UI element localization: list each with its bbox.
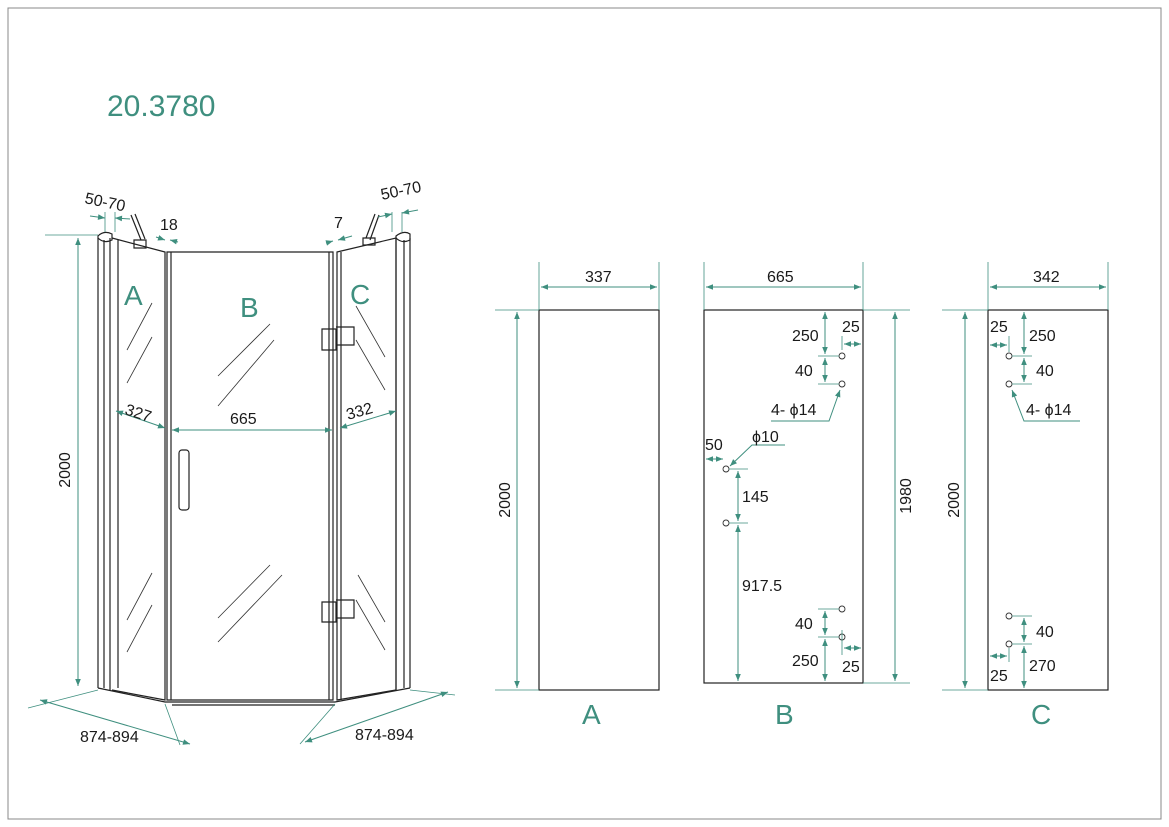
width-c-dimension xyxy=(339,410,397,429)
width-b-label: 665 xyxy=(230,411,257,428)
left-wall-profile xyxy=(97,238,111,690)
panel-b-height: 1980 xyxy=(898,478,915,514)
wall-adjust-right-label: 50-70 xyxy=(379,179,423,204)
panel-a-width: 337 xyxy=(585,269,612,286)
right-wall-cap xyxy=(395,231,411,243)
panel-c-caption: C xyxy=(1031,699,1051,730)
hinge-edge-offset-bottom: 25 xyxy=(842,659,860,676)
handle-hole xyxy=(722,519,730,527)
hinge-spacing-top-c: 40 xyxy=(1036,363,1054,380)
handle-height: 917.5 xyxy=(742,578,782,595)
right-wall-profile xyxy=(395,238,411,690)
panel-a-reflection xyxy=(126,302,153,653)
hinge-edge-offset-top: 25 xyxy=(842,319,860,336)
hinge-hole xyxy=(838,380,846,388)
hinge-holes-note: 4- ϕ14 xyxy=(771,402,817,419)
panel-b-outline xyxy=(703,309,864,684)
hinge-hole xyxy=(838,605,846,613)
hinge-spacing-bottom: 40 xyxy=(795,616,813,633)
product-code: 20.3780 xyxy=(107,90,215,123)
gap-left-label: 18 xyxy=(160,217,178,234)
base-right-dimension xyxy=(304,691,449,743)
hinge-bottom-offset: 250 xyxy=(792,653,819,670)
hinge-top-offset-c: 250 xyxy=(1029,328,1056,345)
panel-a-height: 2000 xyxy=(497,482,514,518)
panel-b-letter: B xyxy=(240,292,259,323)
width-c-label: 332 xyxy=(344,400,374,424)
wall-adjust-left-label: 50-70 xyxy=(83,190,127,215)
panel-a-letter: A xyxy=(124,280,143,311)
hinge-spacing-top: 40 xyxy=(795,363,813,380)
hinge-top xyxy=(321,326,355,351)
handle-spacing: 145 xyxy=(742,489,769,506)
hinge-hole xyxy=(1005,640,1013,648)
gap-right-label: 7 xyxy=(334,215,343,232)
door-handle xyxy=(178,449,190,511)
panel-b-caption: B xyxy=(775,699,794,730)
hinge-spacing-bottom-c: 40 xyxy=(1036,624,1054,641)
panel-c-drawing: 342 2000 25 250 40 4- ϕ14 40 270 25 C xyxy=(942,262,1109,730)
height-label: 2000 xyxy=(57,452,74,488)
edge-offset-bottom: 25 xyxy=(990,668,1008,685)
width-a-label: 327 xyxy=(123,402,154,426)
panel-a-outline xyxy=(538,309,660,691)
door-b-reflection xyxy=(217,323,283,643)
width-a-dimension xyxy=(115,410,166,429)
frame-border xyxy=(7,7,1162,820)
panel-a-glass xyxy=(111,237,166,701)
hinge-hole xyxy=(838,352,846,360)
hinge-bottom xyxy=(321,599,355,623)
stabiliser-bar-left xyxy=(130,213,147,249)
panel-a-caption: A xyxy=(582,699,601,730)
panel-b-drawing: 665 1980 250 40 25 4- ϕ14 50 ϕ10 145 917… xyxy=(703,262,915,730)
handle-hole xyxy=(722,465,730,473)
hinge-bottom-offset-c: 270 xyxy=(1029,658,1056,675)
edge-offset-top: 25 xyxy=(990,319,1008,336)
panel-c-width: 342 xyxy=(1033,269,1060,286)
stabiliser-bar-right xyxy=(362,213,380,246)
handle-edge-offset: 50 xyxy=(705,437,723,454)
shower-overview: 2000 50-70 50-70 18 7 327 665 332 874-89… xyxy=(27,179,456,746)
hinge-hole xyxy=(1005,352,1013,360)
base-right-label: 874-894 xyxy=(355,727,414,744)
panel-b-width: 665 xyxy=(767,269,794,286)
hinge-hole xyxy=(1005,380,1013,388)
panel-c-letter: C xyxy=(350,279,370,310)
panel-c-reflection xyxy=(355,305,386,651)
base-left-label: 874-894 xyxy=(80,729,139,746)
panel-c-outline xyxy=(987,309,1109,691)
panel-c-height: 2000 xyxy=(946,482,963,518)
hinge-holes-note-c: 4- ϕ14 xyxy=(1026,402,1072,419)
panel-a-drawing: 337 2000 A xyxy=(495,262,660,730)
left-wall-cap xyxy=(97,231,113,243)
handle-hole-note: ϕ10 xyxy=(752,429,779,446)
hinge-hole xyxy=(1005,612,1013,620)
hinge-top-offset: 250 xyxy=(792,328,819,345)
base-left-dimension xyxy=(39,699,191,745)
